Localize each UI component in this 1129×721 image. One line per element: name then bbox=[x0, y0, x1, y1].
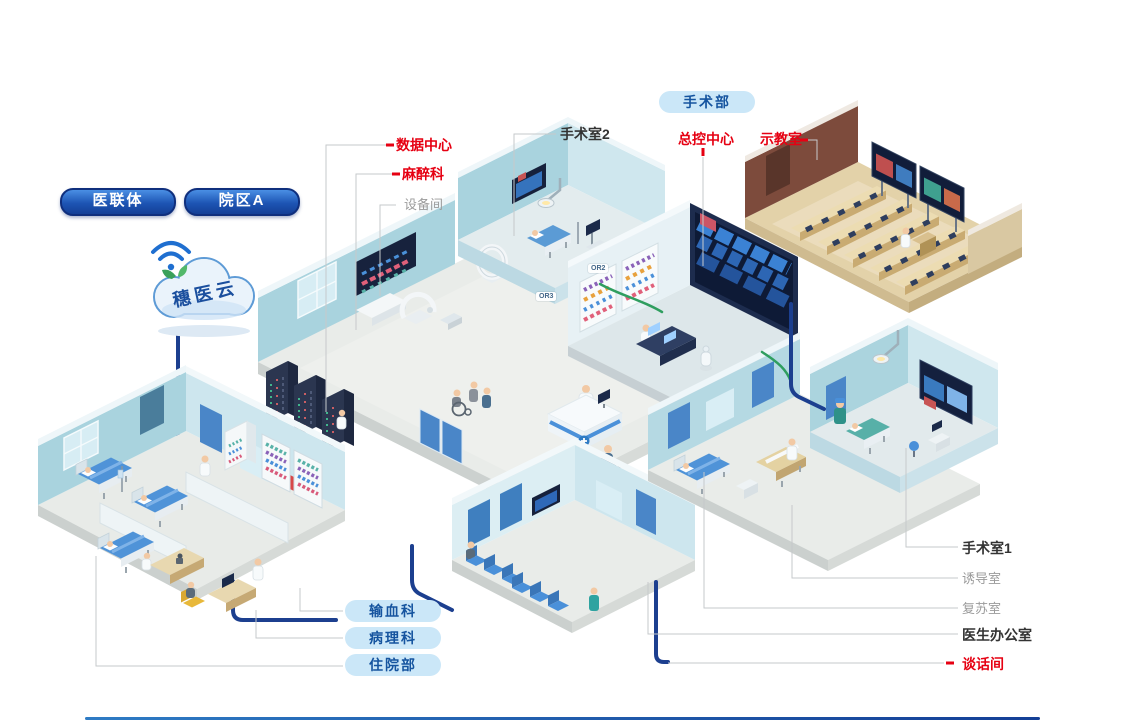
lab-desk-1 bbox=[141, 548, 204, 584]
medicine-shelves bbox=[579, 242, 659, 333]
surgical-light bbox=[537, 178, 562, 208]
label-recovery-room: 复苏室 bbox=[962, 601, 1002, 616]
network-line-navy-front bbox=[654, 302, 826, 664]
hospital-bed-1 bbox=[75, 457, 132, 499]
complex-door-2 bbox=[752, 361, 774, 408]
standing-nurse-teal bbox=[589, 587, 599, 611]
ward-window bbox=[63, 419, 99, 472]
ward-partition-2 bbox=[99, 502, 187, 567]
label-data-center: 数据中心 bbox=[396, 137, 452, 153]
ward-partition-1 bbox=[185, 471, 289, 544]
room-tag-or3: OR3 bbox=[536, 292, 557, 301]
recovery-bed bbox=[673, 453, 730, 494]
corridor-people bbox=[469, 381, 491, 408]
specimen-cabinets bbox=[261, 433, 323, 509]
service-robot bbox=[700, 345, 712, 371]
right-surgery-complex bbox=[648, 332, 980, 571]
or2-wall-monitor bbox=[512, 163, 546, 204]
label-master-control: 总控中心 bbox=[678, 131, 734, 147]
label-demo-room: 示教室 bbox=[760, 131, 802, 147]
podium bbox=[912, 232, 936, 257]
footer-accent-bar bbox=[85, 717, 1040, 720]
microscope bbox=[177, 553, 183, 559]
demo-classroom bbox=[745, 100, 1022, 313]
office-window bbox=[596, 480, 622, 521]
video-wall bbox=[690, 203, 798, 339]
pathology-dept-badge: 病理科 bbox=[345, 627, 441, 649]
equipment-cart bbox=[440, 313, 462, 330]
demo-display-screens bbox=[871, 141, 965, 232]
yellow-chair-patient bbox=[181, 581, 205, 608]
label-induction-room: 诱导室 bbox=[962, 571, 1002, 586]
complex-window bbox=[706, 388, 734, 431]
ward-nurse bbox=[199, 455, 211, 477]
label-doctor-office: 医生办公室 bbox=[962, 627, 1032, 643]
classroom-desk-rows bbox=[791, 186, 991, 295]
supply-cart bbox=[736, 479, 758, 499]
surgery-dept-badge: 手术部 bbox=[659, 91, 755, 113]
room-tag-or2: OR2 bbox=[588, 264, 609, 273]
lab-doctor bbox=[252, 558, 264, 581]
monitor-cart bbox=[586, 219, 604, 249]
label-or2-room: 手术室2 bbox=[560, 126, 610, 142]
lab-desk-2 bbox=[208, 573, 256, 612]
corridor-double-door bbox=[419, 408, 463, 465]
ward-cabinet bbox=[224, 420, 256, 471]
demo-room-door bbox=[766, 144, 790, 196]
medical-alliance-badge: 医联体 bbox=[60, 188, 176, 216]
anesthesia-workstation bbox=[356, 293, 406, 326]
anesthesia-monitor-screen bbox=[356, 232, 416, 296]
datacenter-technician bbox=[336, 409, 347, 430]
or1-operating-table bbox=[846, 418, 890, 454]
label-equipment-room: 设备间 bbox=[404, 197, 444, 212]
server-racks bbox=[266, 361, 354, 452]
or1-cart bbox=[928, 420, 950, 452]
inpatient-ward-building bbox=[38, 365, 345, 612]
office-door bbox=[636, 489, 656, 535]
operating-table bbox=[527, 225, 571, 258]
waiting-door-2 bbox=[500, 483, 522, 531]
label-or1-room: 手术室1 bbox=[962, 540, 1012, 556]
cloud-shadow bbox=[158, 325, 250, 337]
waiting-area-building bbox=[452, 438, 695, 633]
hospital-bed-2 bbox=[131, 485, 188, 527]
label-talk-room: 谈话间 bbox=[962, 656, 1004, 672]
presenter-person bbox=[900, 227, 911, 248]
label-leader-lines bbox=[95, 133, 958, 667]
blood-dept-badge: 输血科 bbox=[345, 600, 441, 622]
cloud-platform bbox=[151, 241, 255, 337]
sprout-icon bbox=[162, 265, 188, 279]
or1-imaging-screen bbox=[919, 359, 973, 425]
ward-door-left bbox=[140, 385, 164, 435]
surgical-stool bbox=[909, 441, 919, 457]
or1-surgical-light bbox=[872, 330, 900, 364]
wifi-icon bbox=[151, 241, 191, 271]
campus-a-badge: 院区A bbox=[184, 188, 300, 216]
ward-door-right bbox=[200, 404, 222, 453]
iv-stand bbox=[117, 466, 124, 492]
operating-room-1 bbox=[810, 318, 998, 493]
exam-doctor bbox=[786, 438, 798, 461]
wheelchair-patient-left bbox=[451, 389, 472, 417]
hospital-bed-3 bbox=[97, 531, 154, 573]
c-arm-machine bbox=[399, 291, 437, 324]
control-console bbox=[636, 322, 696, 366]
waiting-door-1 bbox=[468, 499, 490, 547]
surgeon-figure bbox=[834, 398, 846, 424]
label-ticks-red bbox=[386, 138, 954, 665]
complex-door-1 bbox=[668, 402, 690, 449]
inpatient-dept-badge: 住院部 bbox=[345, 654, 441, 676]
waiting-tv bbox=[532, 484, 560, 516]
label-anesthesia: 麻醉科 bbox=[402, 166, 444, 182]
waiting-chairs bbox=[466, 541, 569, 611]
